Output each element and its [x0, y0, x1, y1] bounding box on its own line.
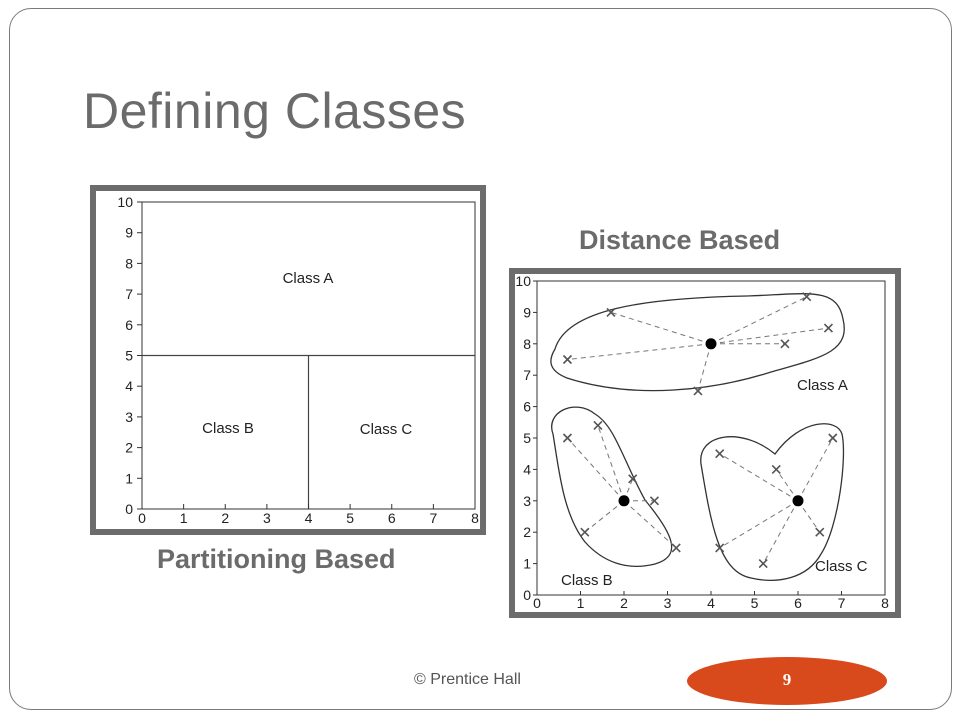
y-tick-label: 10	[515, 274, 531, 289]
y-tick-label: 3	[523, 493, 531, 509]
data-point-x-marker	[780, 339, 790, 349]
distance-line	[584, 500, 625, 533]
x-tick-label: 1	[577, 595, 585, 611]
data-point-x-marker	[802, 292, 812, 302]
x-tick-label: 6	[794, 595, 802, 611]
partitioning-figure: 0 1 2 3 4 5 6 7 8 9 10 0 1 2 3 4 5 6 7 8 Class A Class B C…	[90, 185, 486, 535]
data-point-x-marker	[671, 543, 681, 553]
x-tick-label: 0	[533, 595, 541, 611]
y-tick-label: 5	[523, 430, 531, 446]
cluster-label-class-a: Class A	[797, 377, 848, 394]
distance-line	[623, 500, 677, 549]
x-tick-label: 1	[180, 510, 188, 526]
page-number: 9	[782, 670, 792, 689]
data-point-x-marker	[715, 449, 725, 459]
data-point-x-marker	[593, 420, 603, 431]
x-tick-label: 3	[263, 510, 271, 526]
y-tick-label: 4	[523, 461, 531, 477]
distance-line	[597, 425, 625, 501]
data-point-x-marker	[828, 433, 838, 443]
y-tick-label: 2	[523, 524, 531, 540]
x-tick-label: 8	[881, 595, 889, 611]
cluster-label-class-b: Class B	[561, 572, 613, 589]
y-tick-label: 8	[125, 255, 133, 271]
partitioning-caption: Partitioning Based	[157, 544, 396, 574]
y-tick-label: 0	[523, 587, 531, 603]
cluster-outline-class-a	[550, 293, 845, 392]
x-tick-label: 3	[664, 595, 672, 611]
x-tick-label: 5	[751, 595, 759, 611]
x-tick-label: 6	[388, 510, 396, 526]
distance-line	[797, 437, 834, 502]
x-tick-label: 2	[620, 595, 628, 611]
data-point-x-marker	[758, 559, 768, 569]
data-point-x-marker	[823, 323, 834, 333]
data-point-x-marker	[815, 527, 825, 537]
y-tick-label: 6	[125, 317, 133, 333]
y-tick-label: 6	[523, 399, 531, 415]
data-point-x-marker	[715, 543, 725, 553]
distance-caption: Distance Based	[579, 225, 781, 255]
cluster-center-dot	[618, 495, 630, 507]
y-tick-label: 5	[125, 348, 133, 364]
distance-line	[719, 500, 799, 549]
data-point-x-marker	[628, 474, 638, 484]
x-tick-label: 5	[346, 510, 354, 526]
x-tick-label: 8	[471, 510, 479, 526]
x-tick-label: 2	[221, 510, 229, 526]
distance-line	[775, 469, 799, 502]
distance-diagram: 0 1 2 3 4 5 6 7 8 9 10 0 1 2 3 4 5 6 7 8 Class A Class B C…	[515, 274, 889, 611]
x-tick-label: 7	[838, 595, 846, 611]
y-tick-label: 9	[523, 304, 531, 320]
data-point-x-marker	[771, 464, 781, 474]
data-point-x-marker	[693, 386, 703, 396]
x-tick-label: 4	[707, 595, 715, 611]
distance-figure: 0 1 2 3 4 5 6 7 8 9 10 0 1 2 3 4 5 6 7 8 Class A Class B C…	[509, 268, 901, 618]
distance-line	[567, 343, 712, 360]
y-tick-label: 7	[125, 286, 133, 302]
y-tick-label: 9	[125, 225, 133, 241]
cluster-center-dot	[705, 338, 717, 350]
copyright-footer: © Prentice Hall	[414, 671, 521, 688]
y-tick-label: 7	[523, 367, 531, 383]
distance-line	[710, 327, 829, 345]
page-number-badge: 9	[687, 657, 887, 705]
distance-line	[710, 296, 807, 345]
y-tick-label: 1	[523, 556, 531, 572]
y-tick-label: 1	[125, 470, 133, 486]
partitioning-diagram: 0 1 2 3 4 5 6 7 8 9 10 0 1 2 3 4 5 6 7 8 Class A Class B C…	[117, 194, 479, 526]
slide-title: Defining Classes	[83, 83, 467, 139]
cluster-label-class-c: Class C	[815, 558, 868, 575]
y-tick-label: 3	[125, 409, 133, 425]
distance-line	[610, 311, 712, 345]
cluster-outline-class-c	[700, 423, 845, 581]
y-tick-label: 0	[125, 501, 133, 517]
data-point-x-marker	[649, 496, 660, 506]
x-tick-label: 7	[429, 510, 437, 526]
distance-line	[719, 453, 799, 502]
data-point-x-marker	[580, 527, 590, 537]
data-point-x-marker	[562, 433, 573, 443]
distance-line	[697, 343, 712, 392]
cluster-outline-class-b	[551, 406, 673, 567]
y-tick-label: 10	[117, 194, 133, 210]
cluster-center-dot	[792, 495, 804, 507]
distance-line	[567, 437, 625, 502]
data-point-x-marker	[562, 354, 573, 365]
y-tick-label: 4	[125, 378, 133, 394]
x-tick-label: 4	[305, 510, 313, 526]
data-point-x-marker	[606, 307, 616, 317]
y-tick-label: 2	[125, 440, 133, 456]
distance-line	[797, 500, 821, 533]
region-label-class-b: Class B	[202, 420, 254, 437]
region-label-class-a: Class A	[283, 270, 334, 287]
y-tick-label: 8	[523, 336, 531, 352]
distance-line	[762, 500, 799, 564]
region-label-class-c: Class C	[360, 421, 413, 438]
x-tick-label: 0	[138, 510, 146, 526]
